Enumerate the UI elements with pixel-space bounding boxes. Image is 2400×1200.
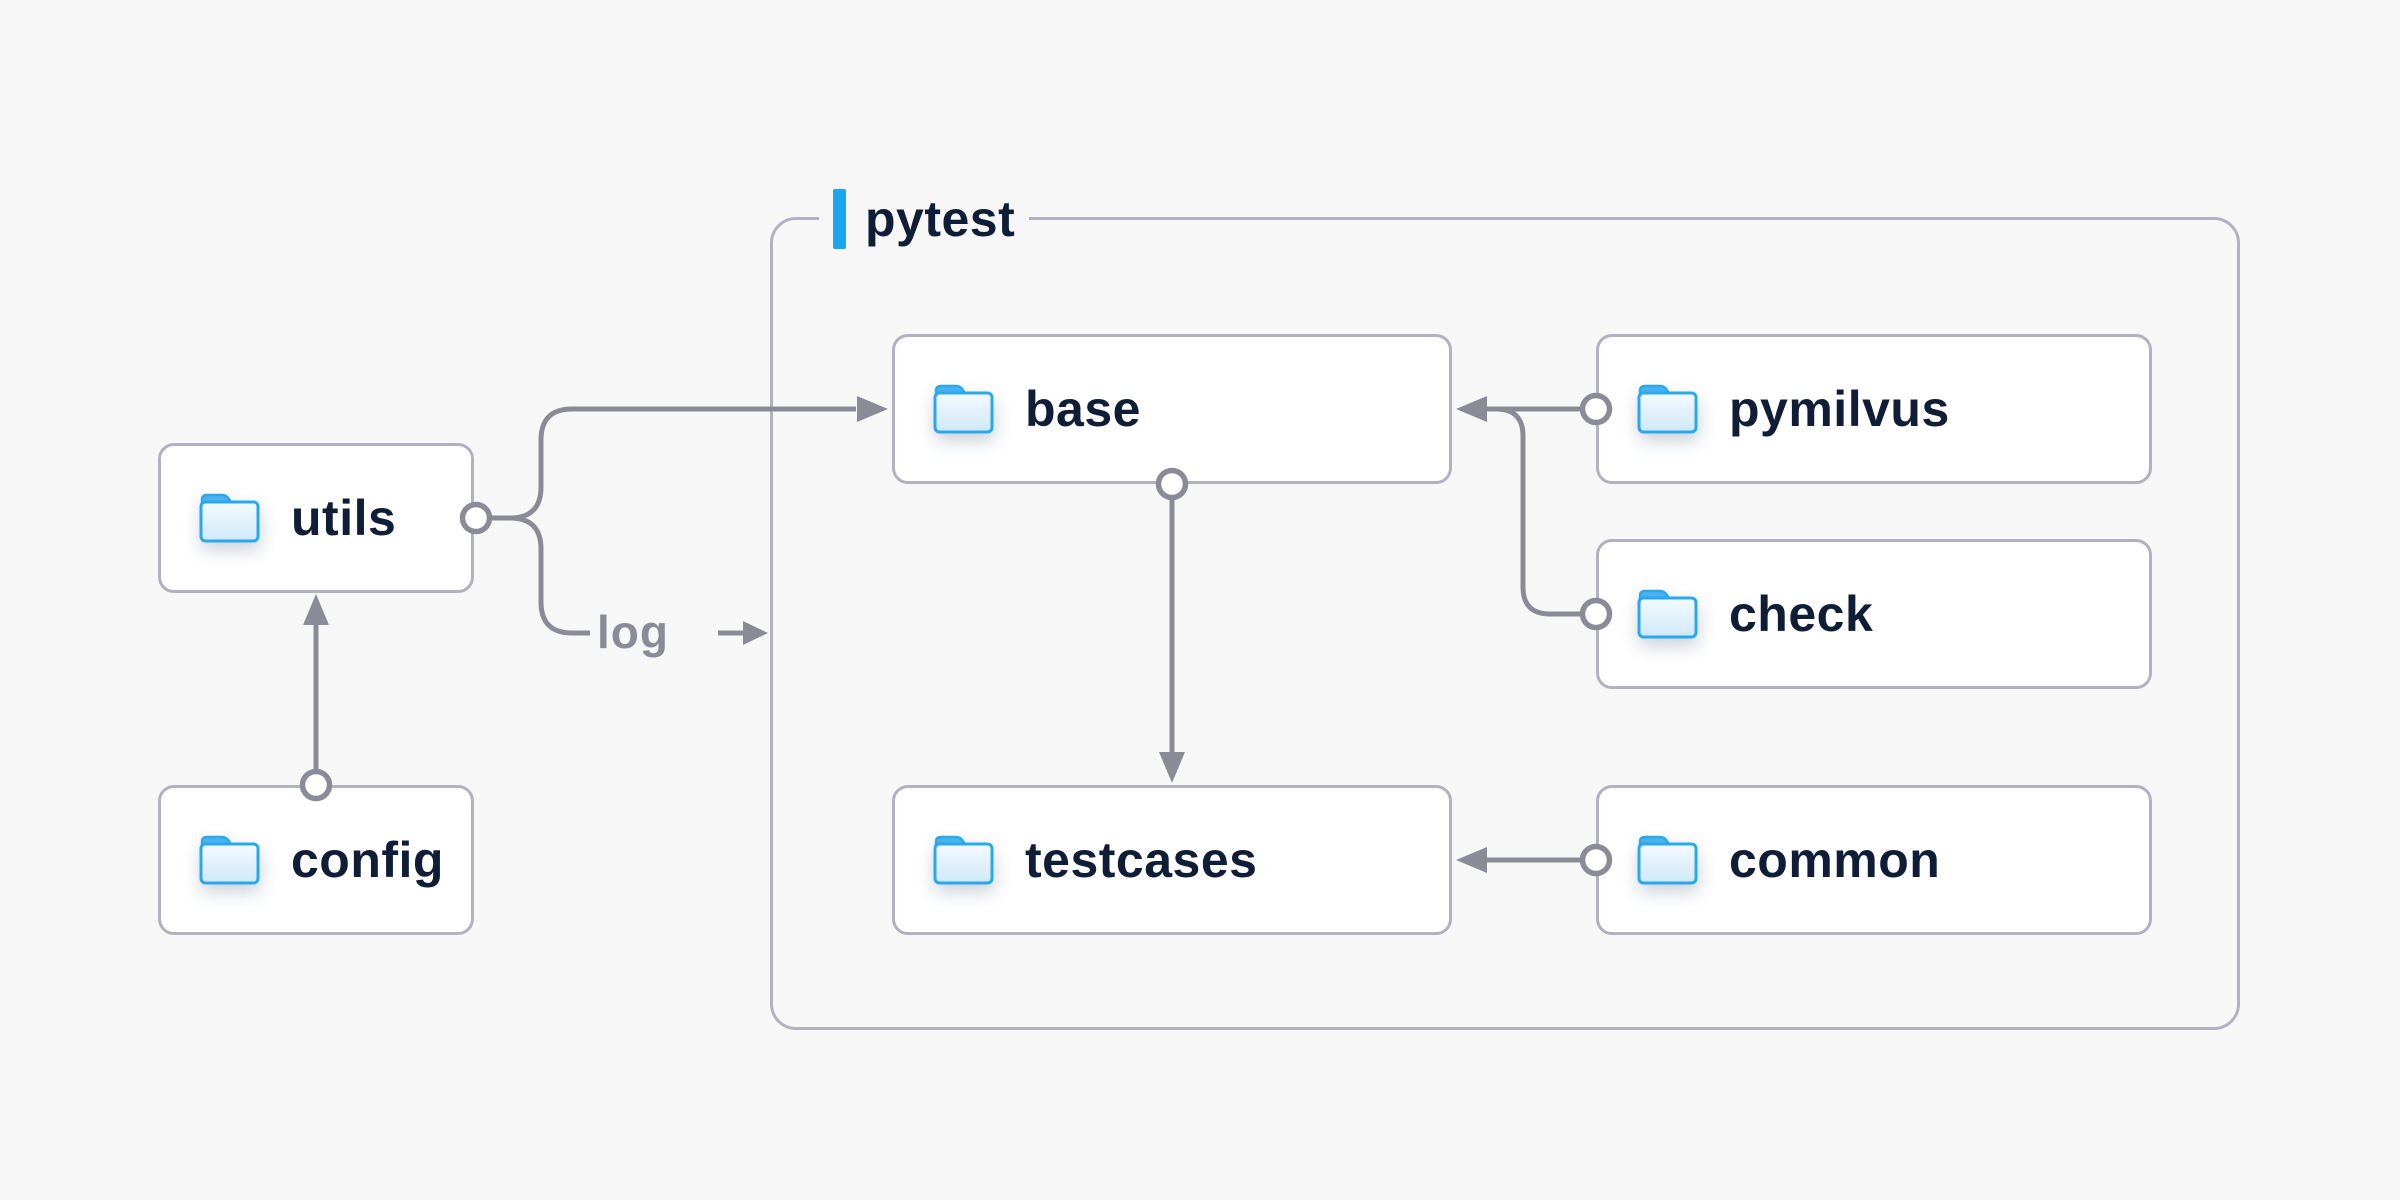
- node-testcases: testcases: [892, 785, 1452, 935]
- folder-icon: [933, 384, 994, 434]
- node-label: config: [291, 832, 444, 888]
- folder-icon: [1637, 835, 1698, 885]
- edge-config-utils: [299, 594, 333, 802]
- folder-icon: [199, 493, 260, 543]
- node-label: check: [1729, 586, 1874, 642]
- node-check: check: [1596, 539, 2152, 689]
- accent-bar: [833, 189, 846, 249]
- folder-icon: [199, 835, 260, 885]
- arrowhead: [303, 594, 329, 625]
- pytest-group-label: pytest: [819, 187, 1030, 251]
- node-label: testcases: [1025, 832, 1258, 888]
- node-pymilvus: pymilvus: [1596, 334, 2152, 484]
- folder-icon: [933, 835, 994, 885]
- folder-icon: [1637, 384, 1698, 434]
- node-config: config: [158, 785, 474, 935]
- node-label: common: [1729, 832, 1941, 888]
- node-base: base: [892, 334, 1452, 484]
- node-label: utils: [291, 490, 397, 546]
- folder-icon: [1637, 589, 1698, 639]
- pytest-group-box: pytest: [770, 187, 2240, 1030]
- arrowhead: [743, 621, 768, 645]
- node-common: common: [1596, 785, 2152, 935]
- node-utils: utils: [158, 443, 474, 593]
- edge-label-log: log: [597, 606, 669, 658]
- node-label: pymilvus: [1729, 381, 1950, 437]
- group-title: pytest: [865, 191, 1016, 247]
- node-label: base: [1025, 381, 1141, 437]
